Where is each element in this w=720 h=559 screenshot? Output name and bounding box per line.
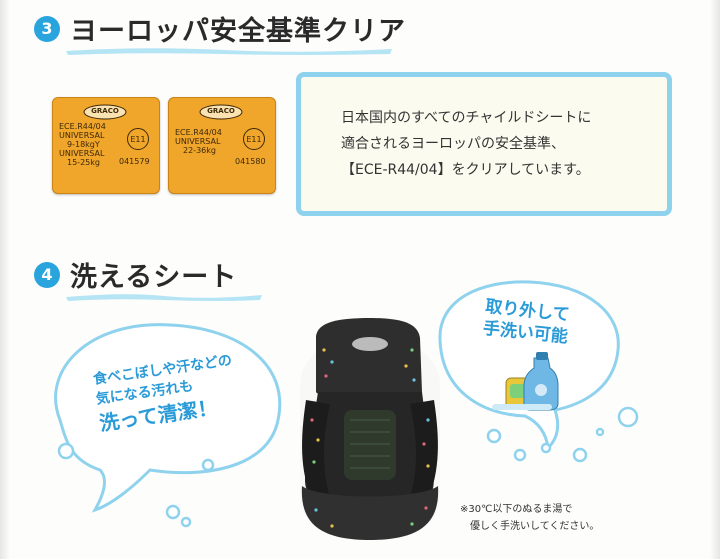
seat-dot-pattern-icon xyxy=(310,348,430,528)
label-1-lines: ECE.R44/04 UNIVERSAL 9-18kgY UNIVERSAL 1… xyxy=(59,122,106,167)
section-3-number-badge: 3 xyxy=(34,15,60,42)
section-4-title: 洗えるシート xyxy=(66,255,262,301)
approval-number: 041580 xyxy=(235,157,266,166)
standard-description-text: 日本国内のすべてのチャイルドシートに 適合されるヨーロッパの安全基準、 【ECE… xyxy=(341,105,591,183)
label-1-line: 15-25kg xyxy=(67,158,100,167)
graco-logo-text: GRACO xyxy=(91,107,119,115)
ece-label-card-2: GRACO ECE.R44/04 UNIVERSAL 22-36kg E11 0… xyxy=(168,97,276,194)
label-1-line: UNIVERSAL xyxy=(59,149,105,158)
ece-label-card-1: GRACO ECE.R44/04 UNIVERSAL 9-18kgY UNIVE… xyxy=(52,97,160,194)
e11-mark-icon: E11 xyxy=(127,128,149,150)
label-2-line: ECE.R44/04 xyxy=(175,128,222,137)
note-line: ※30℃以下のぬるま湯で xyxy=(460,504,573,515)
heading-underline-brush xyxy=(66,294,262,301)
section-4-heading: 4 洗えるシート xyxy=(34,255,262,301)
child-seat-illustration-icon xyxy=(300,318,440,540)
detergent-wash-illustration-icon xyxy=(492,352,559,411)
soap-bubbles-icon xyxy=(57,406,639,528)
note-line: 優しく手洗いしてください。 xyxy=(470,521,600,532)
page-edge-right xyxy=(710,0,720,559)
description-line: 適合されるヨーロッパの安全基準、 xyxy=(341,136,565,152)
graco-logo-icon xyxy=(83,104,127,120)
approval-number: 041579 xyxy=(119,157,150,166)
graco-logo-icon xyxy=(199,104,243,120)
label-2-line: 22-36kg xyxy=(183,146,216,155)
graco-logo-text: GRACO xyxy=(207,107,235,115)
heading-underline-brush xyxy=(66,48,392,55)
label-1-line: 9-18kgY xyxy=(67,140,100,149)
standard-description-box: 日本国内のすべてのチャイルドシートに 適合されるヨーロッパの安全基準、 【ECE… xyxy=(296,72,672,216)
left-speech-bubble-icon xyxy=(54,323,282,513)
page-edge-left xyxy=(0,0,10,559)
right-bubble-text: 取り外して 手洗い可能 xyxy=(482,296,571,349)
label-2-lines: ECE.R44/04 UNIVERSAL 22-36kg xyxy=(175,128,222,155)
label-2-line: UNIVERSAL xyxy=(175,137,221,146)
section-3-title: ヨーロッパ安全基準クリア xyxy=(66,9,406,55)
label-1-line: ECE.R44/04 xyxy=(59,122,106,131)
e11-mark-icon: E11 xyxy=(243,128,265,150)
label-1-line: UNIVERSAL xyxy=(59,131,105,140)
section-3-heading: 3 ヨーロッパ安全基準クリア xyxy=(34,9,406,55)
description-line: 【ECE-R44/04】をクリアしています。 xyxy=(341,162,590,178)
right-speech-bubble-icon xyxy=(438,280,620,452)
description-line: 日本国内のすべてのチャイルドシートに xyxy=(341,110,592,126)
care-note: ※30℃以下のぬるま湯で 優しく手洗いしてください。 xyxy=(460,501,599,535)
section-4-number-badge: 4 xyxy=(34,261,60,288)
